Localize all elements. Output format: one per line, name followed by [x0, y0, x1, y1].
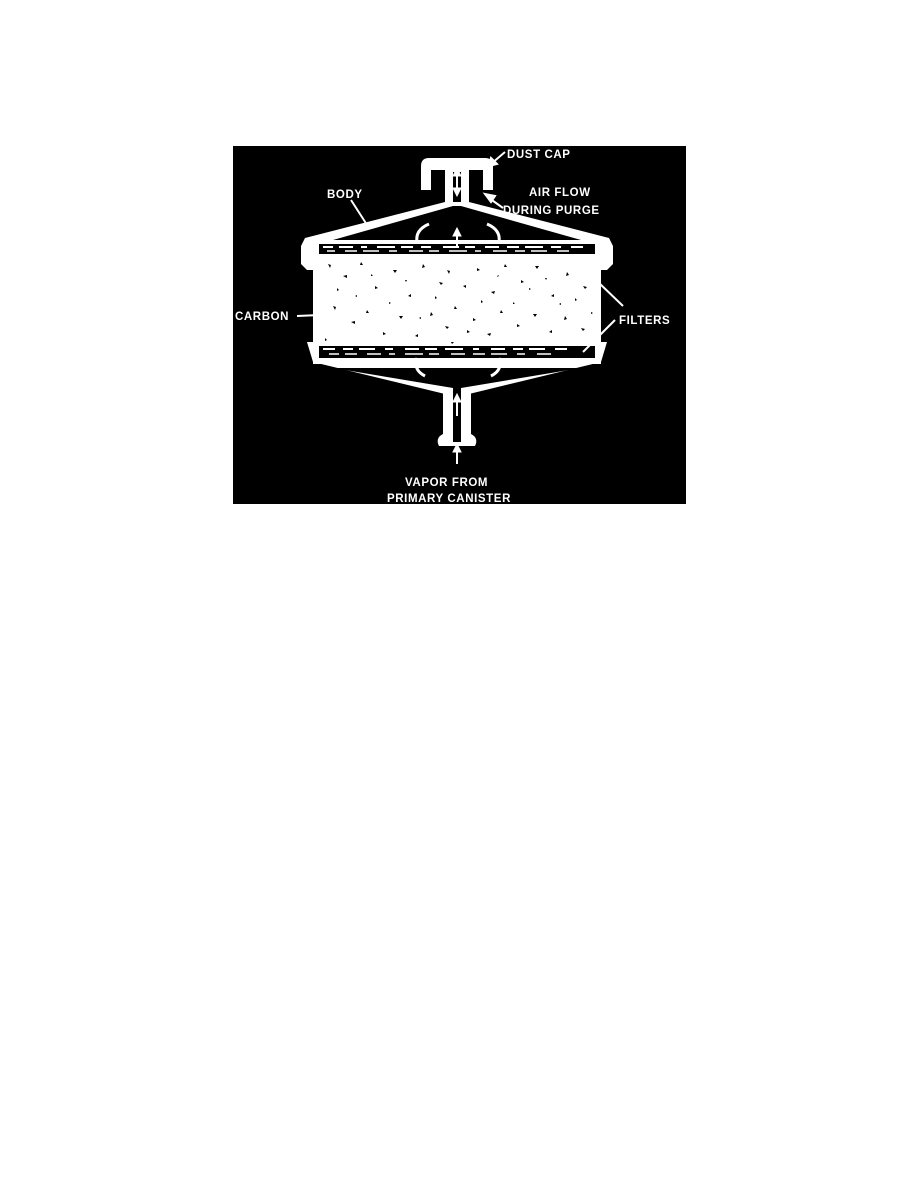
curved-arrow-top-right: [486, 222, 501, 243]
bottom-filter: [319, 346, 595, 358]
label-air-flow-line2: DURING PURGE: [503, 205, 600, 217]
leader-body: [350, 199, 370, 229]
leader-lines: [296, 151, 624, 353]
label-vapor-line2: PRIMARY CANISTER: [387, 493, 511, 504]
leader-filters-top: [572, 257, 624, 307]
dust-cap: [421, 158, 493, 190]
label-air-flow-line1: AIR FLOW: [529, 187, 591, 199]
canister-diagram: DUST CAP AIR FLOW DURING PURGE BODY CARB…: [233, 146, 686, 504]
curved-arrow-bottom-right: [490, 357, 502, 378]
curved-arrow-bottom-left: [414, 357, 426, 378]
flow-arrows: [452, 166, 462, 464]
top-plenum: [333, 206, 581, 240]
curved-arrow-top-left: [415, 222, 430, 243]
top-filter: [319, 244, 595, 254]
label-carbon: CARBON: [235, 311, 289, 323]
label-dust-cap: DUST CAP: [507, 149, 571, 161]
leader-carbon: [296, 313, 344, 317]
bottom-plenum: [333, 368, 581, 388]
curved-flow-arrows: [414, 222, 502, 378]
canister-diagram-svg: DUST CAP AIR FLOW DURING PURGE BODY CARB…: [233, 146, 686, 504]
label-body: BODY: [327, 189, 363, 201]
label-filters: FILTERS: [619, 315, 670, 327]
leader-filters-bottom: [582, 319, 616, 353]
label-vapor-line1: VAPOR FROM: [405, 477, 488, 489]
